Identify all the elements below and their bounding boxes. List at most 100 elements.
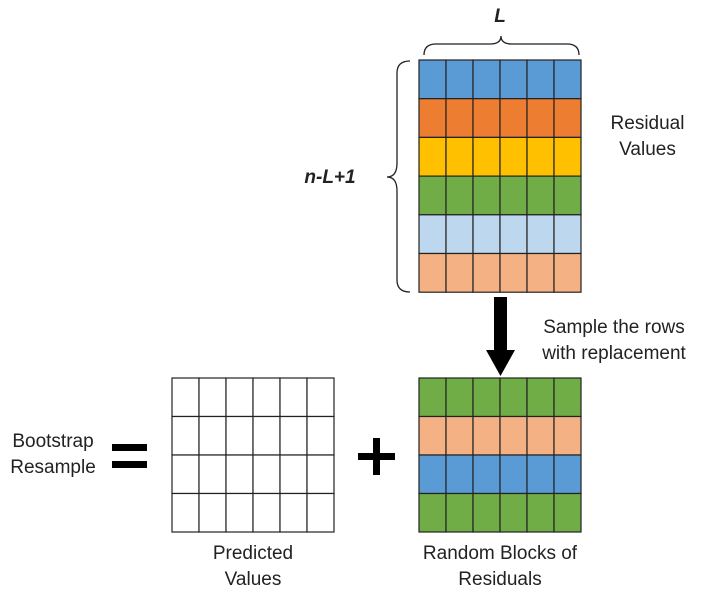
residual-cell-r2-c2: [445, 98, 474, 138]
predicted-cell-r3-c4: [252, 454, 281, 495]
residual-cell-r5-c3: [472, 214, 501, 255]
random-block-cell-r4-c2: [445, 492, 474, 533]
top-brace: [423, 35, 580, 56]
residual-cell-r6-c4: [499, 252, 528, 293]
random-block-cell-r2-c1: [418, 415, 447, 456]
left-brace: [386, 60, 411, 293]
random-block-cell-r1-c5: [526, 377, 555, 418]
residual-cell-r2-c6: [553, 98, 582, 138]
predicted-cell-r2-c1: [171, 415, 200, 456]
residual-cell-r6-c6: [553, 252, 582, 293]
random-block-cell-r1-c6: [553, 377, 582, 418]
residual-cell-r1-c2: [445, 59, 474, 100]
residual-cell-r4-c3: [472, 175, 501, 216]
random-block-cell-r2-c2: [445, 415, 474, 456]
random-block-cell-r3-c1: [418, 454, 447, 495]
predicted-cell-r3-c5: [279, 454, 308, 495]
residual-cell-r3-c4: [499, 136, 528, 177]
random-block-cell-r1-c2: [445, 377, 474, 418]
predicted-cell-r1-c5: [279, 377, 308, 418]
random-block-cell-r4-c6: [553, 492, 582, 533]
residual-values-line-2: Values: [619, 139, 676, 160]
predicted-cell-r4-c4: [252, 492, 281, 533]
random-block-cell-r2-c3: [472, 415, 501, 456]
residual-cell-r4-c2: [445, 175, 474, 216]
residual-cell-r5-c1: [418, 214, 447, 255]
block-length-label: L: [494, 6, 506, 27]
random-block-cell-r1-c3: [472, 377, 501, 418]
residual-cell-r2-c3: [472, 98, 501, 138]
sample-note-line-1: Sample the rows: [543, 317, 685, 338]
random-blocks-line-1: Random Blocks of: [422, 543, 578, 564]
residual-cell-r2-c5: [526, 98, 555, 138]
predicted-values-line-2: Values: [224, 569, 282, 590]
random-block-cell-r3-c3: [472, 454, 501, 495]
predicted-cell-r3-c1: [171, 454, 200, 495]
residual-cell-r5-c6: [553, 214, 582, 255]
random-block-cell-r1-c1: [418, 377, 447, 418]
predicted-cell-r4-c5: [279, 492, 308, 533]
residual-cell-r5-c5: [526, 214, 555, 255]
bootstrap-resample-label: Bootstrap Resample: [0, 429, 106, 481]
plus-sign: [358, 438, 395, 475]
sampling-arrow: [486, 297, 515, 376]
residual-values-line-1: Residual: [610, 113, 685, 134]
residual-cell-r6-c1: [418, 252, 447, 293]
residual-cell-r4-c5: [526, 175, 555, 216]
random-block-cell-r4-c1: [418, 492, 447, 533]
residual-cell-r2-c1: [418, 98, 447, 138]
residual-cell-r3-c6: [553, 136, 582, 177]
residual-cell-r5-c4: [499, 214, 528, 255]
residual-cell-r4-c6: [553, 175, 582, 216]
predicted-cell-r1-c6: [306, 377, 335, 418]
random-block-cell-r1-c4: [499, 377, 528, 418]
sample-note-label: Sample the rows with replacement: [522, 315, 706, 367]
predicted-cell-r2-c3: [225, 415, 254, 456]
residual-cell-r2-c4: [499, 98, 528, 138]
random-block-cell-r3-c2: [445, 454, 474, 495]
residual-cell-r6-c2: [445, 252, 474, 293]
row-count-label: n-L+1: [304, 167, 356, 188]
predicted-cell-r2-c4: [252, 415, 281, 456]
bootstrap-resample-line-2: Resample: [10, 457, 96, 478]
random-blocks-matrix: [418, 377, 582, 533]
residual-cell-r5-c2: [445, 214, 474, 255]
predicted-cell-r2-c6: [306, 415, 335, 456]
predicted-cell-r4-c6: [306, 492, 335, 533]
predicted-values-line-1: Predicted: [212, 543, 294, 564]
predicted-cell-r3-c3: [225, 454, 254, 495]
random-block-cell-r4-c4: [499, 492, 528, 533]
equals-sign: [112, 444, 147, 468]
random-block-cell-r3-c5: [526, 454, 555, 495]
predicted-cell-r4-c2: [198, 492, 227, 533]
residual-cell-r6-c5: [526, 252, 555, 293]
residual-cell-r6-c3: [472, 252, 501, 293]
residual-cell-r1-c6: [553, 59, 582, 100]
predicted-matrix: [171, 377, 335, 533]
predicted-cell-r1-c4: [252, 377, 281, 418]
residual-cell-r3-c3: [472, 136, 501, 177]
residual-cell-r3-c1: [418, 136, 447, 177]
predicted-cell-r3-c6: [306, 454, 335, 495]
residual-cell-r4-c1: [418, 175, 447, 216]
predicted-cell-r4-c1: [171, 492, 200, 533]
predicted-values-label: Predicted Values: [183, 541, 323, 593]
residual-cell-r1-c4: [499, 59, 528, 100]
random-block-cell-r3-c4: [499, 454, 528, 495]
random-block-cell-r3-c6: [553, 454, 582, 495]
random-block-cell-r4-c3: [472, 492, 501, 533]
residual-matrix: [418, 59, 582, 293]
predicted-cell-r3-c2: [198, 454, 227, 495]
sample-note-line-2: with replacement: [542, 343, 686, 364]
residual-cell-r3-c5: [526, 136, 555, 177]
random-block-cell-r2-c4: [499, 415, 528, 456]
random-block-cell-r4-c5: [526, 492, 555, 533]
random-block-cell-r2-c5: [526, 415, 555, 456]
bootstrap-resample-line-1: Bootstrap: [12, 431, 94, 452]
residual-cell-r3-c2: [445, 136, 474, 177]
residual-cell-r4-c4: [499, 175, 528, 216]
residual-cell-r1-c3: [472, 59, 501, 100]
predicted-cell-r2-c5: [279, 415, 308, 456]
predicted-cell-r1-c2: [198, 377, 227, 418]
